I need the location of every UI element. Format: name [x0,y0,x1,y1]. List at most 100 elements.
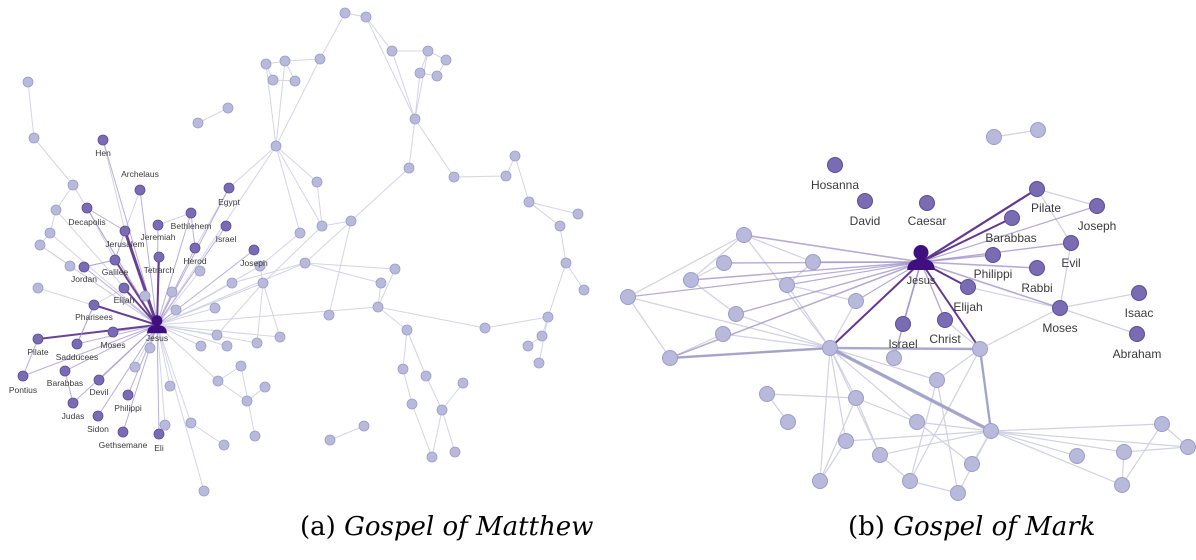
node [909,414,925,430]
named-node [960,279,976,295]
node [1114,477,1130,493]
node-label: Caesar [908,214,947,228]
named-node [248,244,260,256]
edge [627,261,922,298]
node [279,55,291,67]
named-node [937,312,953,328]
node [294,227,306,239]
node-label: Elijah [953,300,982,314]
node-label: Herod [183,256,206,266]
named-node [1089,198,1105,214]
node [780,414,796,430]
node-label: Jesus [146,333,168,343]
edge [819,397,857,482]
node [34,239,46,251]
named-node [189,242,201,254]
edge [329,425,365,441]
edge [425,375,443,411]
named-node [1131,285,1147,301]
node [1116,444,1132,460]
edge [304,262,396,270]
node [950,485,966,501]
node [436,404,448,416]
node [267,74,279,86]
node-label: Egypt [218,197,240,207]
matthew-edges [22,12,585,492]
mark-nodes [620,122,1196,501]
node [872,447,888,463]
node-label: Christ [929,332,961,346]
edge [920,205,1098,263]
edge [64,324,158,372]
edge [484,316,549,329]
node-label: Archelaus [121,169,159,179]
caption-a-title: Gospel of Matthew [344,512,594,542]
node-label: Isaac [1125,306,1154,320]
edge [33,137,74,186]
edge [231,262,306,284]
edge [766,393,857,399]
named-node [17,370,29,382]
edge [528,201,579,215]
node [28,132,40,144]
caption-a: (a) Gospel of Matthew [300,512,593,542]
edge [123,230,159,326]
node [533,357,545,369]
node [274,331,286,343]
edge [786,284,831,349]
edge [259,232,301,267]
node [270,140,282,152]
named-node [122,389,134,401]
node [522,340,534,352]
edge [377,306,408,331]
named-node [88,299,100,311]
edge [669,346,831,360]
edge [735,313,831,349]
edge [829,261,922,349]
node [64,260,76,272]
named-node [153,251,165,263]
edge [156,324,219,382]
node [426,451,438,463]
node [403,162,415,174]
named-node [81,202,93,214]
node [389,263,401,275]
node [254,260,266,272]
named-node [220,220,232,232]
node [431,70,443,82]
edge [156,225,227,326]
node [360,11,372,23]
node [139,290,151,302]
named-node [153,428,165,440]
node [420,370,432,382]
node [662,350,678,366]
edge [690,234,745,281]
edge [49,232,158,326]
edge [156,324,258,344]
node-label: Jesus [907,275,936,287]
edge [391,50,416,120]
edge [408,118,416,169]
edge [690,261,922,281]
edge [328,220,352,316]
node-label: Eli [154,443,164,453]
node-label: David [850,214,881,228]
node [1180,439,1196,455]
edge [156,262,306,326]
edge [156,324,228,347]
node-label: Philippi [974,267,1013,281]
node [715,326,731,342]
edge [1121,423,1163,486]
edge [920,261,946,321]
node [323,309,335,321]
node [964,456,980,472]
edge [453,175,507,178]
node [848,293,864,309]
edge [27,81,35,139]
edge [414,50,429,120]
edge [979,307,1061,350]
caption-b-title: Gospel of Mark [893,512,1096,542]
edge [365,16,416,120]
edge [829,347,847,442]
